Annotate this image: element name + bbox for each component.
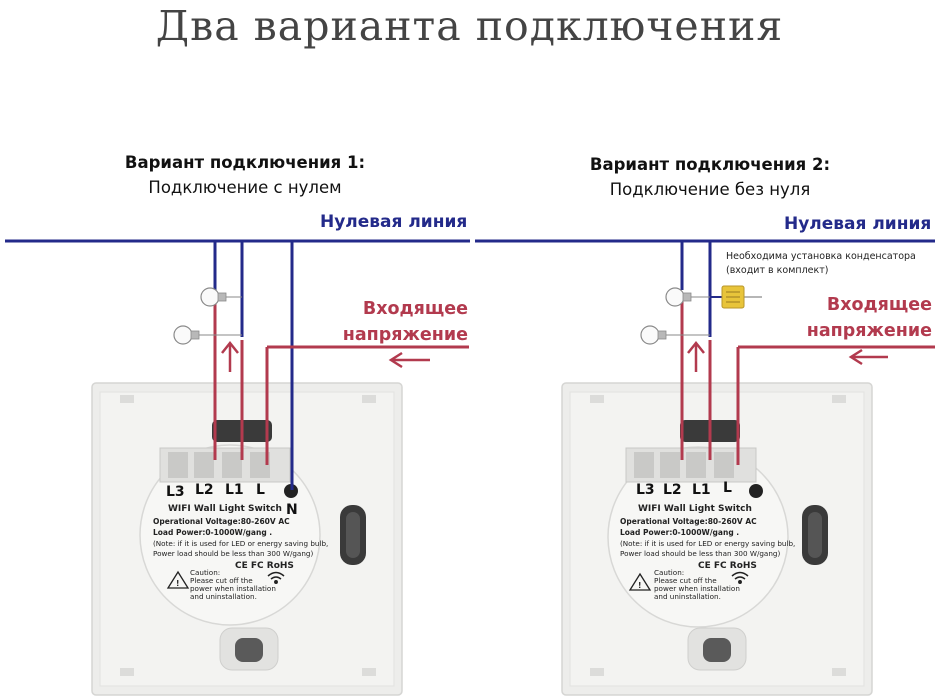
caution-line-4: and uninstallation. <box>654 592 721 601</box>
switch-module <box>607 446 789 628</box>
note-line-1: (Note: if it is used for LED or energy s… <box>620 539 795 548</box>
caution-line-2: Please cut off the <box>654 576 717 585</box>
capacitor-note: Необходима установка конденсатора (входи… <box>726 250 936 278</box>
neutral-label-2: Нулевая линия <box>784 214 932 234</box>
spec-voltage: Operational Voltage:80-260V AC <box>620 517 757 526</box>
voltage-label-2-line-1: Входящее <box>826 295 932 315</box>
voltage-label-1-line-2: напряжение <box>342 325 468 345</box>
voltage-label-1-line-1: Входящее <box>362 299 468 319</box>
bulb-icon <box>200 287 227 307</box>
note-line-2: Power load should be less than 300 W/gan… <box>153 549 313 558</box>
wifi-icon <box>731 571 749 584</box>
switch-module <box>139 444 321 626</box>
wifi-icon <box>267 571 285 584</box>
heading-1-subtitle: Подключение с нулем <box>148 178 342 197</box>
wiring-diagram-2: L3 L2 L1 L WIFI Wall Light Switch Operat… <box>475 239 935 696</box>
wiring-diagram-1: L3 L2 L1 L N WIFI Wall Light Switch Oper… <box>5 239 470 696</box>
terminal-label-l3: L3 <box>636 482 655 498</box>
caution-line-3: power when installation <box>190 584 276 593</box>
heading-2-title: Вариант подключения 2: <box>589 155 831 174</box>
capacitor-icon <box>721 285 745 309</box>
terminal-label-n: N <box>286 502 298 518</box>
svg-text:!: ! <box>638 581 641 590</box>
terminal-label-l1: L1 <box>692 482 711 498</box>
heading-2: Вариант подключения 2: Подключение без н… <box>560 152 860 202</box>
panel-without-neutral: L3 L2 L1 L WIFI Wall Light Switch Operat… <box>470 0 939 699</box>
terminal-label-l2: L2 <box>195 482 214 498</box>
bulb-icon <box>173 325 242 345</box>
terminal-label-l: L <box>723 480 732 496</box>
panel-with-neutral: L3 L2 L1 L N WIFI Wall Light Switch Oper… <box>5 150 470 696</box>
cert-marks: CE FC RoHS <box>698 561 757 571</box>
caution-line-1: Caution: <box>190 568 220 577</box>
heading-2-subtitle: Подключение без нуля <box>609 180 811 199</box>
cert-marks: CE FC RoHS <box>235 561 294 571</box>
caution-icon <box>628 572 652 591</box>
capacitor-note-line-1: Необходима установка конденсатора <box>726 251 916 262</box>
spec-voltage: Operational Voltage:80-260V AC <box>153 517 290 526</box>
bulb-icon <box>665 287 692 307</box>
spec-load: Load Power:0-1000W/gang . <box>620 528 739 537</box>
caution-line-4: and uninstallation. <box>190 592 257 601</box>
voltage-label-2-line-2: напряжение <box>806 321 932 341</box>
terminal-label-l1: L1 <box>225 482 244 498</box>
n-terminal <box>749 484 763 498</box>
bulb-icon <box>640 325 710 345</box>
voltage-label-2: Входящее напряжение <box>770 292 932 344</box>
caution-line-2: Please cut off the <box>190 576 253 585</box>
svg-text:!: ! <box>176 579 179 588</box>
voltage-label-1: Входящее напряжение <box>310 296 468 348</box>
page-title: Два варианта подключения <box>155 2 784 50</box>
spec-load: Load Power:0-1000W/gang . <box>153 528 272 537</box>
terminal-label-l: L <box>256 482 265 498</box>
caution-icon <box>166 570 190 589</box>
device-name: WIFI Wall Light Switch <box>638 504 752 514</box>
heading-1-title: Вариант подключения 1: <box>124 153 366 172</box>
terminal-label-l2: L2 <box>663 482 682 498</box>
note-line-1: (Note: if it is used for LED or energy s… <box>153 539 328 548</box>
neutral-label-1: Нулевая линия <box>320 212 468 232</box>
n-terminal <box>284 484 298 498</box>
device-name: WIFI Wall Light Switch <box>168 504 282 514</box>
capacitor-note-line-2: (входит в комплект) <box>726 265 829 276</box>
heading-1: Вариант подключения 1: Подключение с нул… <box>95 150 395 200</box>
caution-line-1: Caution: <box>654 568 684 577</box>
terminal-label-l3: L3 <box>166 484 185 500</box>
note-line-2: Power load should be less than 300 W/gan… <box>620 549 780 558</box>
caution-line-3: power when installation <box>654 584 740 593</box>
